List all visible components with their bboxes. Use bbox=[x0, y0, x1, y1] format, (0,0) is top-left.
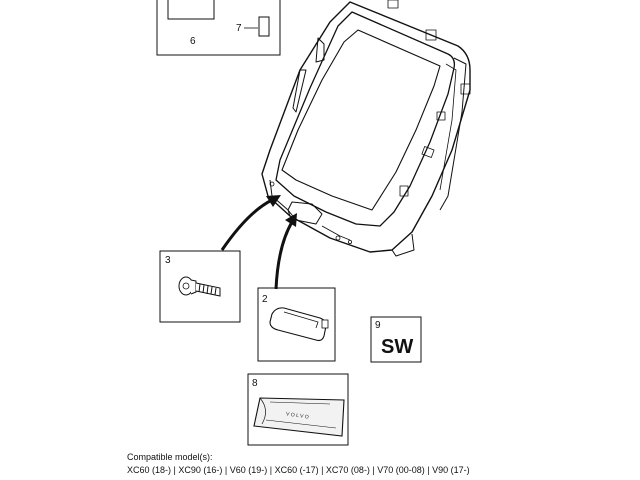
trim-piece-shape bbox=[269, 307, 329, 342]
detail-box-9: 9 SW bbox=[370, 316, 422, 363]
callout-7: 7 bbox=[236, 23, 242, 34]
callout-8: 8 bbox=[252, 378, 258, 389]
callout-3: 3 bbox=[165, 255, 171, 266]
callout-2: 2 bbox=[262, 294, 268, 305]
software-badge: SW bbox=[381, 336, 413, 358]
part-7-shape bbox=[258, 16, 270, 37]
kit-pouch-shape bbox=[253, 397, 345, 437]
callout-6: 6 bbox=[190, 36, 196, 47]
screw-shape bbox=[178, 276, 221, 297]
arrow-part-2 bbox=[274, 213, 297, 290]
part-6-shape bbox=[167, 0, 215, 20]
detail-box-6-7: 6 7 bbox=[156, 0, 281, 56]
arrow-part-3 bbox=[220, 195, 281, 251]
compatibility-models: XC60 (18-) | XC90 (16-) | V60 (19-) | XC… bbox=[127, 465, 470, 475]
compatibility-heading: Compatible model(s): bbox=[127, 452, 213, 462]
display-unit bbox=[261, 0, 471, 257]
detail-box-2: 2 bbox=[257, 287, 336, 362]
detail-box-8: 8 VOLVO bbox=[247, 373, 349, 446]
kit-brand: VOLVO bbox=[286, 411, 311, 420]
callout-9: 9 bbox=[375, 320, 381, 331]
detail-box-3: 3 bbox=[159, 250, 241, 323]
compatibility-caption: Compatible model(s): XC60 (18-) | XC90 (… bbox=[127, 451, 470, 477]
